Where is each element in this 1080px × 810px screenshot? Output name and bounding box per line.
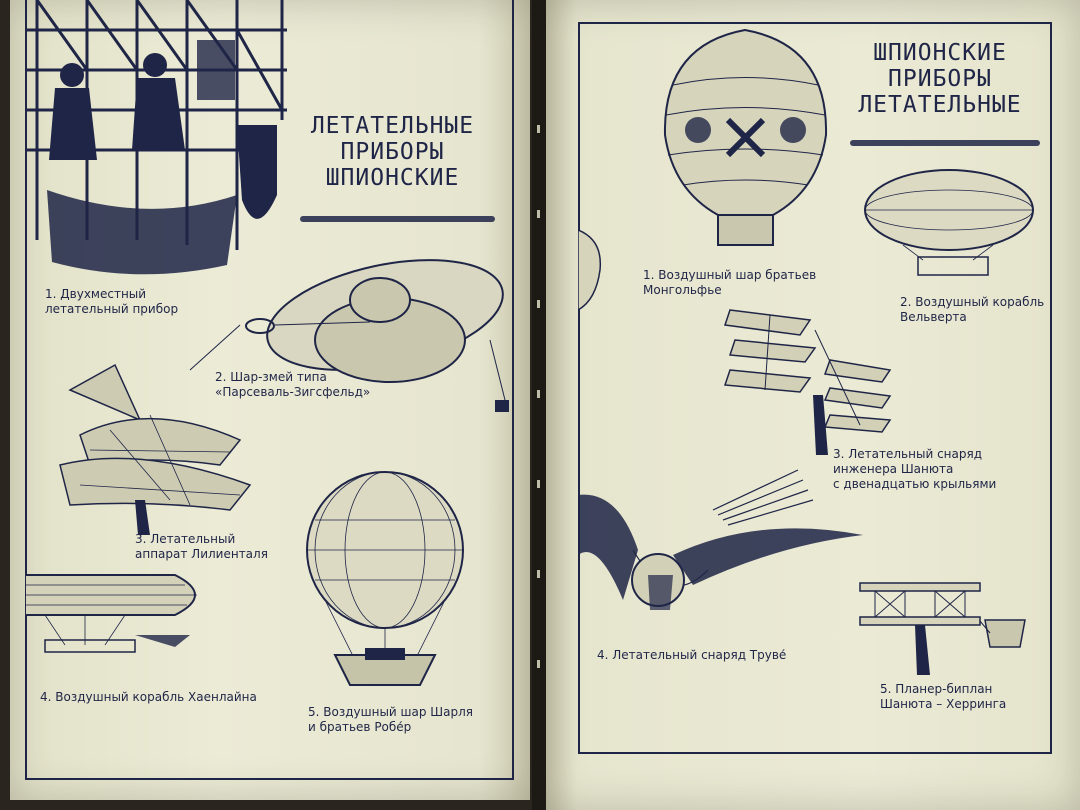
caption-line: 5. Планер-биплан: [880, 682, 993, 696]
caption-4: 4. Летательный снаряд Труве́: [597, 648, 786, 663]
title-line: ПРИБОРЫ: [888, 66, 992, 92]
caption-line: Вельверта: [900, 310, 967, 324]
caption-line: с двенадцатью крыльями: [833, 477, 997, 491]
caption-line: Шанюта – Херринга: [880, 697, 1007, 711]
caption-4: 4. Воздушный корабль Хаенлайна: [40, 690, 257, 705]
caption-line: 4. Воздушный корабль Хаенлайна: [40, 690, 257, 704]
welwert-airship-engraving: [864, 169, 1034, 276]
left-page-frame: [25, 0, 514, 780]
caption-line: «Парсеваль-Зигсфельд»: [215, 385, 371, 399]
partial-balloon-engraving: [578, 229, 602, 311]
caption-line: 4. Летательный снаряд Труве́: [597, 648, 787, 662]
caption-2: 2. Шар-змей типа «Парсеваль-Зигсфельд»: [215, 370, 370, 400]
caption-line: 5. Воздушный шар Шарля: [308, 705, 473, 719]
right-page-frame: [578, 22, 1052, 754]
lilienthal-glider-engraving: [59, 363, 252, 535]
right-page: ШПИОНСКИЕ ПРИБОРЫ ЛЕТАТЕЛЬНЫЕ 1. Воздушн…: [545, 0, 1080, 810]
title-underline-brush: [300, 216, 495, 222]
caption-5: 5. Воздушный шар Шарля и братьев Робе́р: [308, 705, 473, 735]
caption-line: 2. Воздушный корабль: [900, 295, 1045, 309]
chanute-multiwing-glider-engraving: [723, 309, 892, 455]
caption-line: Монгольфье: [643, 283, 722, 297]
caption-line: 3. Летательный: [135, 532, 236, 546]
title-line: ШПИОНСКИЕ: [873, 40, 1007, 66]
title-line: ПРИБОРЫ: [340, 139, 445, 165]
title-line: ШПИОНСКИЕ: [325, 165, 460, 191]
title-line: ЛЕТАТЕЛЬНЫЕ: [310, 113, 475, 139]
kite-balloon-engraving: [189, 259, 509, 412]
caption-line: 2. Шар-змей типа: [215, 370, 327, 384]
caption-line: инженера Шанюта: [833, 462, 954, 476]
trouve-ornithopter-engraving: [578, 469, 863, 610]
left-page-title: ЛЕТАТЕЛЬНЫЕ ПРИБОРЫ ШПИОНСКИЕ: [280, 113, 505, 191]
caption-2: 2. Воздушный корабль Вельверта: [900, 295, 1044, 325]
caption-line: 1. Двухместный: [45, 287, 147, 301]
caption-line: и братьев Робе́р: [308, 720, 412, 734]
caption-line: аппарат Лилиенталя: [135, 547, 268, 561]
charles-robert-balloon-engraving: [306, 471, 464, 686]
montgolfier-balloon-engraving: [663, 28, 828, 246]
caption-5: 5. Планер-биплан Шанюта – Херринга: [880, 682, 1006, 712]
right-page-title: ШПИОНСКИЕ ПРИБОРЫ ЛЕТАТЕЛЬНЫЕ: [840, 40, 1040, 118]
caption-3: 3. Летательный снаряд инженера Шанюта с …: [833, 447, 996, 492]
chanute-herring-biplane-engraving: [859, 582, 1026, 675]
caption-line: 3. Летательный снаряд: [833, 447, 982, 461]
caption-line: летательный прибор: [45, 302, 179, 316]
caption-1: 1. Двухместный летательный прибор: [45, 287, 178, 317]
book-gutter: [532, 0, 546, 810]
two-seat-flying-apparatus-engraving: [27, 0, 287, 275]
title-underline-brush: [850, 140, 1040, 146]
title-line: ЛЕТАТЕЛЬНЫЕ: [858, 92, 1022, 118]
caption-line: 1. Воздушный шар братьев: [643, 268, 817, 282]
caption-3: 3. Летательный аппарат Лилиенталя: [135, 532, 268, 562]
caption-1: 1. Воздушный шар братьев Монгольфье: [643, 268, 816, 298]
haenlein-airship-engraving: [25, 574, 197, 653]
left-page: ЛЕТАТЕЛЬНЫЕ ПРИБОРЫ ШПИОНСКИЕ 1. Двухмес…: [10, 0, 530, 800]
